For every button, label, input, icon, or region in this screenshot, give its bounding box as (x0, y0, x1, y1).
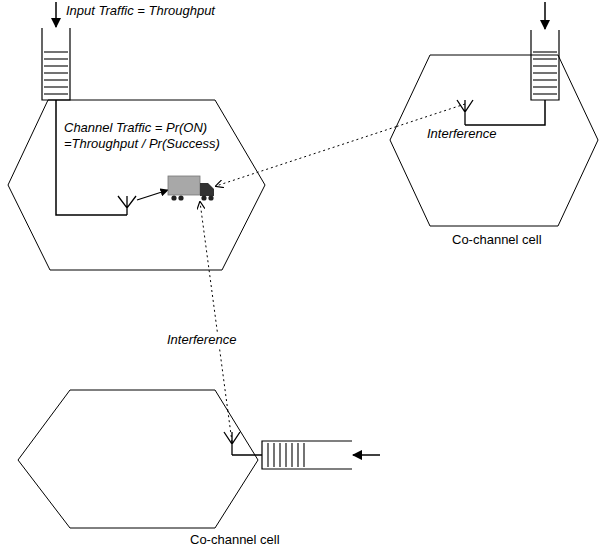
hexagon-border (8, 100, 265, 270)
feed-wire (465, 100, 545, 125)
feed-wire (232, 454, 262, 456)
queue-item (291, 443, 292, 467)
queue-buffer (42, 28, 70, 100)
antenna-symbol (224, 432, 240, 455)
queue-items (44, 52, 68, 94)
queue-item (533, 86, 557, 87)
queue-item (533, 93, 557, 94)
queue-item (44, 86, 68, 87)
queue-item (44, 58, 68, 59)
input-arrow (353, 454, 380, 456)
serving-cell: Channel Traffic = Pr(ON) =Throughput / P… (8, 100, 265, 270)
queue-buffer (262, 441, 352, 469)
queue-item (273, 443, 274, 467)
queue-item (303, 443, 304, 467)
queue-items (268, 443, 304, 467)
queue-item (44, 72, 68, 73)
queue-item (44, 93, 68, 94)
hexagon-outline (18, 390, 258, 528)
downlink-arrow (137, 190, 168, 200)
queue-buffer (531, 30, 559, 100)
edge-label: Interference (165, 332, 238, 348)
antenna-symbol (118, 196, 136, 215)
queue-item (44, 79, 68, 80)
cell-caption: Co-channel cell (452, 232, 542, 248)
input-arrow (55, 2, 57, 27)
queue-item (533, 65, 557, 66)
queue-item (279, 443, 280, 467)
queue-item (533, 79, 557, 80)
feed-wire (56, 100, 127, 215)
hexagon-border (18, 390, 258, 528)
queue-item (533, 51, 557, 52)
interference-arrow (216, 127, 396, 186)
queue-item (533, 72, 557, 73)
truck-icon (168, 176, 214, 201)
edge-label: Interference (425, 126, 498, 142)
interference-tail (396, 104, 465, 127)
queue-item (44, 65, 68, 66)
queue-item (297, 443, 298, 467)
input-label: Input Traffic = Throughput (66, 3, 215, 19)
queue-item (533, 58, 557, 59)
queue-items (533, 52, 557, 94)
cell-caption: Co-channel cell (190, 532, 280, 548)
interference-tail (228, 411, 232, 442)
queue-item (285, 443, 286, 467)
interference-arrow (200, 202, 228, 411)
input-arrow (544, 2, 546, 29)
antenna-symbol (457, 100, 473, 125)
queue-item (44, 51, 68, 52)
co-channel-cell: Co-channel cell (18, 390, 258, 528)
queue-item (267, 443, 268, 467)
hexagon-border (390, 55, 598, 226)
traffic-formula: Channel Traffic = Pr(ON) =Throughput / P… (64, 120, 236, 152)
